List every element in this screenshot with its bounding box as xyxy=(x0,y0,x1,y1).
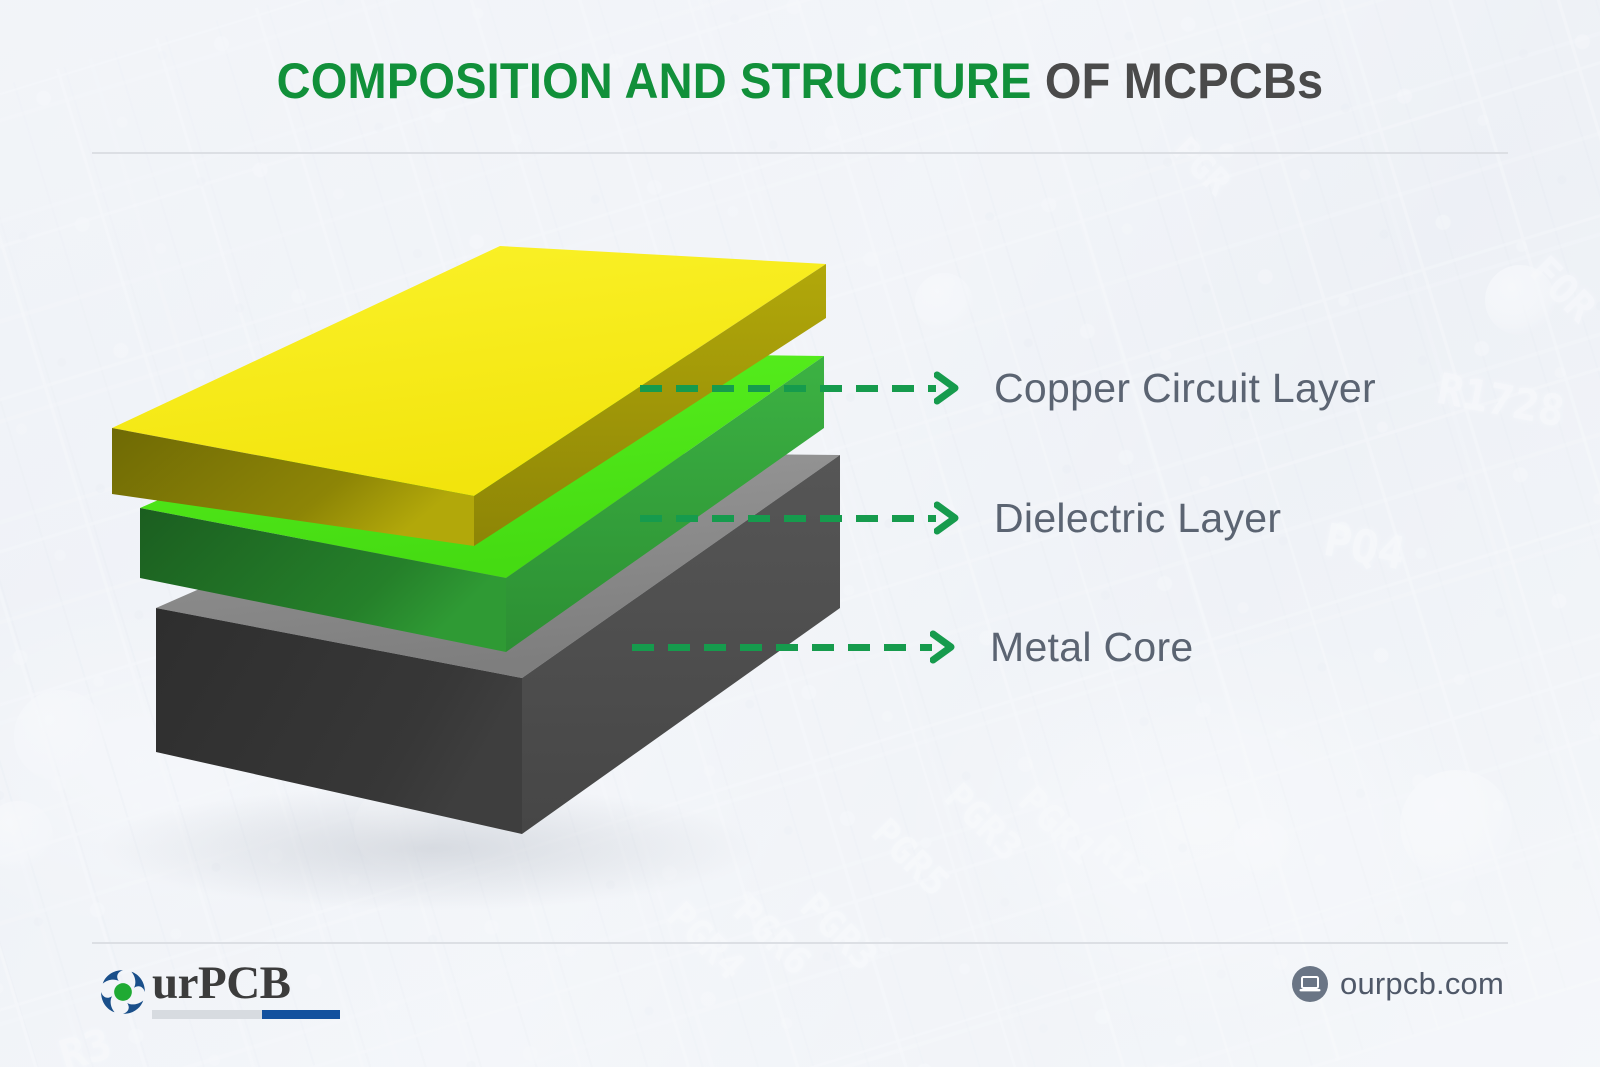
ourpcb-logo[interactable]: urPCB xyxy=(96,960,340,1019)
callout-dashed-line xyxy=(640,514,936,522)
callout-label-metal-core: Metal Core xyxy=(990,623,1194,670)
laptop-icon xyxy=(1292,966,1329,1002)
callout-label-copper-circuit-layer: Copper Circuit Layer xyxy=(994,364,1376,411)
page-title: COMPOSITION AND STRUCTURE OF MCPCBs xyxy=(48,52,1552,110)
callout-dashed-line xyxy=(640,384,936,392)
title-divider xyxy=(92,152,1508,154)
arrow-right-icon xyxy=(934,501,959,535)
callout-dielectric-layer: Dielectric Layer xyxy=(640,490,1281,546)
footer-divider xyxy=(92,942,1508,944)
callout-copper-circuit-layer: Copper Circuit Layer xyxy=(640,360,1376,416)
ourpcb-logo-text: urPCB xyxy=(152,957,291,1009)
ourpcb-logo-underline xyxy=(152,1010,340,1019)
callout-label-dielectric-layer: Dielectric Layer xyxy=(994,494,1282,541)
callout-dashed-line xyxy=(632,643,932,651)
page-title-green: COMPOSITION AND STRUCTURE xyxy=(276,53,1032,109)
website-url: ourpcb.com xyxy=(1340,966,1504,1001)
logo-underline-light xyxy=(152,1010,262,1019)
callout-metal-core: Metal Core xyxy=(632,619,1194,675)
ourpcb-swirl-icon xyxy=(101,970,145,1014)
arrow-right-icon xyxy=(934,371,959,405)
website-badge[interactable]: ourpcb.com xyxy=(1292,966,1504,1002)
arrow-right-icon xyxy=(930,630,955,664)
page-title-dark: OF MCPCBs xyxy=(1031,53,1324,109)
logo-underline-blue xyxy=(262,1010,340,1019)
